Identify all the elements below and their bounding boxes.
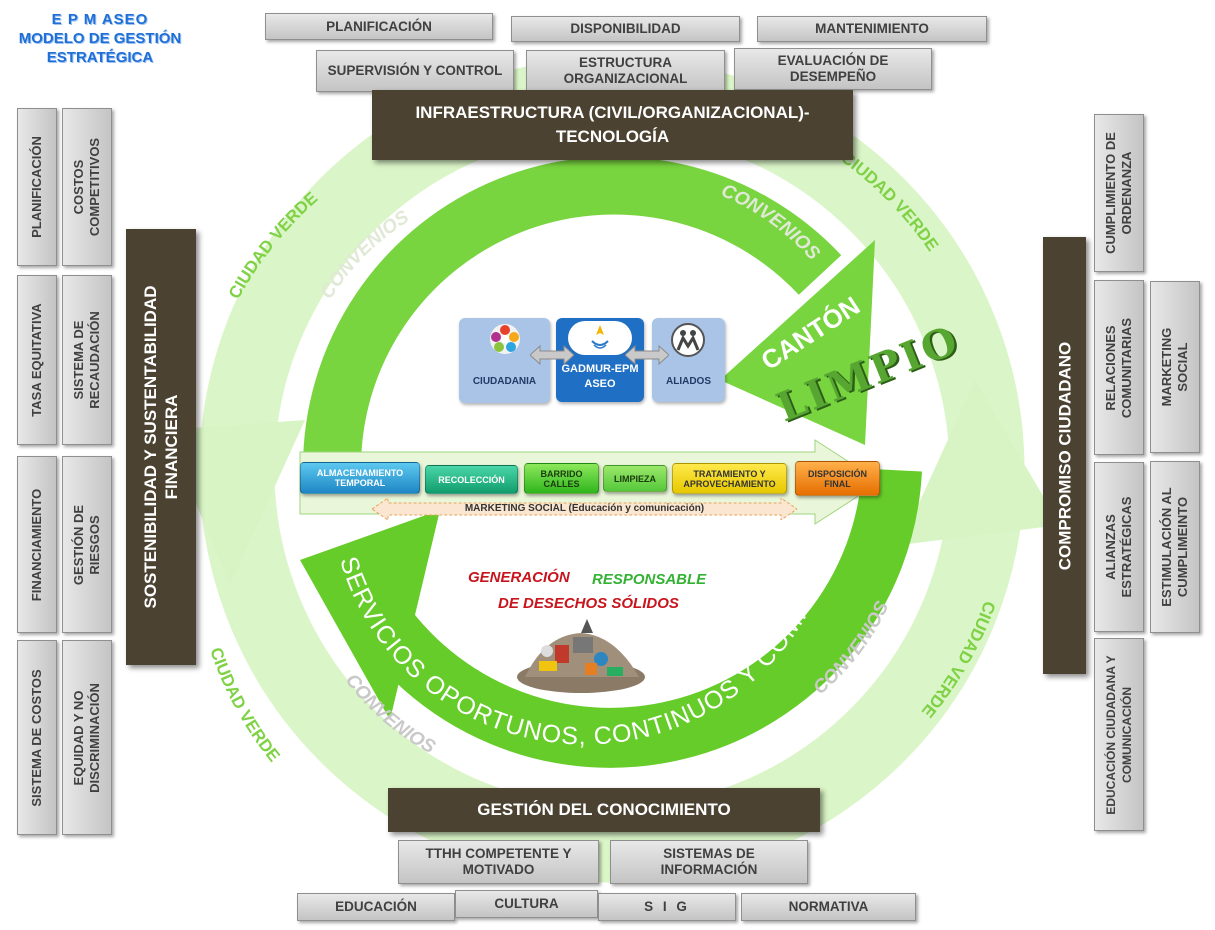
header-gestion-conocimiento: GESTIÓN DEL CONOCIMIENTO xyxy=(388,788,820,832)
gadmur-label: GADMUR-EPM ASEO xyxy=(561,363,639,390)
right-box-educacion-ciudadana: EDUCACIÓN CIUDADANA Y COMUNICACIÓN xyxy=(1094,638,1144,831)
header-compromiso-label: COMPROMISO CIUDADANO xyxy=(1055,341,1074,570)
right-box-marketing-social: MARKETING SOCIAL xyxy=(1150,281,1200,453)
left-box-planificacion: PLANIFICACIÓN xyxy=(17,108,57,266)
left-box-tasa-equitativa: TASA EQUITATIVA xyxy=(17,275,57,445)
header-infraestructura: INFRAESTRUCTURA (CIVIL/ORGANIZACIONAL)- … xyxy=(372,90,853,160)
header-sostenibilidad: SOSTENIBILIDAD Y SUSTENTABILIDAD FINANCI… xyxy=(126,229,196,665)
waste-pile-icon xyxy=(517,619,645,693)
inner-arrowhead-top xyxy=(720,240,875,445)
gadmur-logo-icon xyxy=(591,325,609,349)
title-line-3: ESTRATÉGICA xyxy=(46,49,154,66)
bottom-box-normativa: NORMATIVA xyxy=(741,893,916,921)
top-box-supervision: SUPERVISIÓN Y CONTROL xyxy=(316,50,514,92)
responsable-label: RESPONSABLE xyxy=(592,571,707,588)
top-box-evaluacion: EVALUACIÓN DE DESEMPEÑO xyxy=(734,48,932,90)
aliados-label: ALIADOS xyxy=(666,376,711,387)
right-box-estimulacion: ESTIMULACIÓN AL CUMPLIMEINTO xyxy=(1150,461,1200,633)
header-infraestructura-line1: INFRAESTRUCTURA (CIVIL/ORGANIZACIONAL)- xyxy=(415,103,810,122)
left-box-sistema-recaudacion: SISTEMA DE RECAUDACIÓN xyxy=(62,275,112,445)
bottom-box-tthh: TTHH COMPETENTE Y MOTIVADO xyxy=(398,840,599,884)
top-box-disponibilidad: DISPONIBILIDAD xyxy=(511,16,740,42)
left-box-costos-competitivos: COSTOS COMPETITIVOS xyxy=(62,108,112,266)
inner-arc-bottom xyxy=(342,468,922,768)
title-line-2: MODELO DE GESTIÓN xyxy=(18,30,182,47)
process-tratamiento: TRATAMIENTO Y APROVECHAMIENTO xyxy=(672,463,787,494)
aliados-logo-icon xyxy=(671,323,705,357)
process-almacenamiento: ALMACENAMIENTO TEMPORAL xyxy=(300,462,420,494)
desechos-label: DE DESECHOS SÓLIDOS xyxy=(498,595,679,612)
left-box-gestion-riesgos: GESTIÓN DE RIESGOS xyxy=(62,456,112,633)
double-arrow-icon xyxy=(530,344,574,366)
top-box-mantenimiento: MANTENIMIENTO xyxy=(757,16,987,42)
inner-arrowhead-bottom xyxy=(300,510,440,720)
ciudadania-logo-icon xyxy=(490,324,520,354)
top-box-planificacion: PLANIFICACIÓN xyxy=(265,13,493,40)
bottom-box-sig: S I G xyxy=(598,893,736,921)
header-infraestructura-line2: TECNOLOGÍA xyxy=(555,127,670,146)
title-line-1: E P M ASEO xyxy=(51,11,149,28)
header-sostenibilidad-line2: FINANCIERA xyxy=(162,394,181,500)
bottom-box-educacion: EDUCACIÓN xyxy=(297,893,455,921)
marketing-arrow xyxy=(372,498,797,520)
right-box-alianzas: ALIANZAS ESTRATÉGICAS xyxy=(1094,462,1144,632)
gadmur-logo: GADMUR-EPM ASEO xyxy=(556,318,644,402)
process-recoleccion: RECOLECCIÓN xyxy=(425,465,518,494)
double-arrow-icon xyxy=(625,344,669,366)
ciudadania-label: CIUDADANIA xyxy=(472,376,537,387)
inner-arc-top xyxy=(302,156,842,471)
top-box-estructura: ESTRUCTURA ORGANIZACIONAL xyxy=(526,50,725,92)
diagram-title: E P M ASEO MODELO DE GESTIÓN ESTRATÉGICA xyxy=(0,10,200,67)
left-box-sistema-costos: SISTEMA DE COSTOS xyxy=(17,640,57,835)
left-box-financiamiento: FINANCIAMIENTO xyxy=(17,456,57,633)
process-barrido: BARRIDO CALLES xyxy=(524,463,599,494)
process-disposicion: DISPOSICIÓN FINAL xyxy=(795,461,880,496)
process-limpieza: LIMPIEZA xyxy=(603,465,667,492)
bottom-box-sistemas-informacion: SISTEMAS DE INFORMACIÓN xyxy=(610,840,808,884)
right-box-relaciones: RELACIONES COMUNITARIAS xyxy=(1094,280,1144,455)
outer-arrowhead xyxy=(900,380,1060,545)
ciudadania-logo: CIUDADANIA xyxy=(459,318,550,403)
header-sostenibilidad-line1: SOSTENIBILIDAD Y SUSTENTABILIDAD xyxy=(141,285,160,609)
bottom-box-cultura: CULTURA xyxy=(455,890,598,918)
right-box-cumplimiento: CUMPLIMIENTO DE ORDENANZA xyxy=(1094,114,1144,272)
marketing-label: MARKETING SOCIAL (Educación y comunicaci… xyxy=(464,503,705,514)
left-box-equidad: EQUIDAD Y NO DISCRIMINACIÓN xyxy=(62,640,112,835)
generacion-label: GENERACIÓN xyxy=(468,569,570,586)
outer-arrowhead xyxy=(165,420,305,585)
header-compromiso-ciudadano: COMPROMISO CIUDADANO xyxy=(1043,237,1086,674)
